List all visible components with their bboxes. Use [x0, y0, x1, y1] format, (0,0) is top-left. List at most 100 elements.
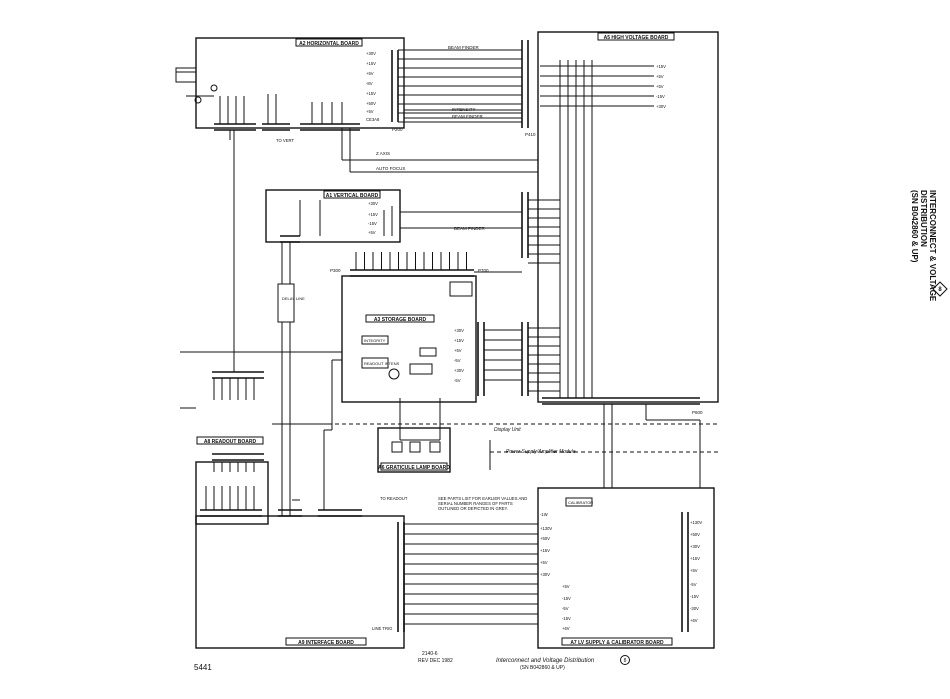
svg-text:+30V: +30V [454, 368, 464, 373]
parts-note: SEE PARTS LIST FOR EARLIER VALUES AND SE… [438, 496, 528, 512]
svg-text:CE3A8: CE3A8 [366, 117, 380, 122]
delay-line-label: DELAY LINE [282, 296, 305, 301]
svg-text:-8V: -8V [366, 81, 373, 86]
horizontal-internal-stubs [219, 94, 343, 124]
svg-text:+5V: +5V [656, 74, 664, 79]
connector-p500 [521, 192, 529, 396]
external-switch-block [175, 67, 218, 104]
interface-to-lv-bus [205, 486, 538, 625]
intensity-label: INTENSITY [452, 107, 476, 112]
vertical-board-outline [265, 189, 401, 243]
lv-left-labels: -1W +130V +50V +15V +5V +30V +5V -15V -5… [540, 512, 571, 631]
storage-top-stubs [355, 252, 467, 270]
display-unit-label: Display Unit [494, 427, 521, 433]
p700-label: P700 [478, 268, 489, 273]
svg-text:+15V: +15V [368, 212, 378, 217]
svg-text:+15V: +15V [454, 338, 464, 343]
svg-text:DISTRIBUTION: DISTRIBUTION [919, 190, 928, 247]
svg-text:+130V: +130V [540, 526, 552, 531]
misc-long-wires [180, 128, 720, 510]
svg-text:+5V: +5V [366, 109, 374, 114]
readout-board-outline [195, 461, 269, 525]
svg-text:+50V: +50V [366, 101, 376, 106]
svg-text:+5V: +5V [562, 584, 570, 589]
caption-serial: (SN B042860 & UP) [520, 665, 565, 671]
side-title: INTERCONNECT & VOLTAGE DISTRIBUTION (SN … [910, 190, 937, 302]
svg-text:+30V: +30V [540, 572, 550, 577]
storage-board-title: A3 STORAGE BOARD [374, 317, 427, 323]
horizontal-bottom-connector [214, 123, 360, 131]
svg-text:+6V: +6V [562, 626, 570, 631]
p200-label: P200 [392, 127, 403, 132]
svg-text:+5V: +5V [454, 348, 462, 353]
vertical-voltage-labels: +30V +15V -15V +5V [368, 201, 378, 235]
svg-text:+30V: +30V [366, 51, 376, 56]
figure-number: 5441 [194, 663, 212, 672]
lv-supply-board-title: A7 LV SUPPLY & CALIBRATOR BOARD [570, 640, 664, 646]
high-voltage-board-title: A5 HIGH VOLTAGE BOARD [604, 35, 669, 41]
high-voltage-board-outline [537, 31, 719, 403]
svg-text:-30V: -30V [690, 606, 699, 611]
svg-text:+50V: +50V [540, 536, 550, 541]
caption-text: Interconnect and Voltage Distribution [496, 658, 595, 664]
readout-board-title: A8 READOUT BOARD [204, 439, 257, 445]
lv-supply-board-outline [537, 487, 715, 649]
lv-right-labels: +130V +50V +30V +15V +5V -5V -15V -30V +… [690, 520, 702, 623]
bus-horizontal-to-hv [398, 49, 522, 229]
to-vert-label: TO VERT [276, 138, 294, 143]
svg-text:+15V: +15V [656, 64, 666, 69]
horizontal-board-title: A2 HORIZONTAL BOARD [299, 41, 359, 47]
readout-top-connector [212, 371, 264, 461]
svg-text:+30V: +30V [656, 104, 666, 109]
graticule-board-outline [377, 427, 451, 473]
storage-top-connector [350, 269, 474, 277]
svg-text:+30V: +30V [368, 201, 378, 206]
svg-text:-1W: -1W [540, 512, 548, 517]
auto-focus-label: AUTO FOCUS [376, 166, 405, 171]
z-axis-label: Z AXIS [376, 151, 390, 156]
beam-finder-label-2: BEAM FINDER [452, 114, 484, 119]
hv-right-labels: +15V +5V +5V -15V +30V [656, 64, 666, 109]
hv-internal-bus [528, 60, 593, 398]
svg-text:-5V: -5V [690, 582, 697, 587]
p300-label: P300 [330, 268, 341, 273]
side-title-badge: 8 [932, 281, 948, 297]
graticule-board-title: A6 GRATICULE LAMP BOARD [378, 465, 450, 471]
svg-text:+30V: +30V [454, 328, 464, 333]
svg-text:-15V: -15V [656, 94, 665, 99]
svg-text:+15V: +15V [366, 91, 376, 96]
readout-intens-label: READOUT INTENS [364, 361, 400, 366]
svg-text:+30V: +30V [690, 544, 700, 549]
svg-text:+15V: +15V [540, 548, 550, 553]
storage-voltage-labels: +30V +15V +5V -5V +30V -5V [454, 328, 464, 383]
revision-text: REV DEC 1982 [418, 658, 453, 664]
connector-p200 [391, 50, 399, 122]
connector-p410 [521, 40, 529, 128]
vertical-board-title: A1 VERTICAL BOARD [326, 193, 379, 199]
svg-text:INTERCONNECT & VOLTAGE: INTERCONNECT & VOLTAGE [928, 190, 937, 302]
storage-right-connector [477, 322, 485, 396]
line-trig-label: LINE TRIG [372, 626, 392, 631]
hv-right-outputs [540, 65, 654, 107]
svg-text:+5V: +5V [366, 71, 374, 76]
integrity-label: INTEGRITY [364, 338, 386, 343]
interface-right-connector [397, 522, 405, 632]
p410-label: P410 [525, 132, 536, 137]
interface-board-title: A9 INTERFACE BOARD [298, 640, 354, 646]
svg-text:-15V: -15V [368, 221, 377, 226]
part-number: 2140-6 [422, 651, 438, 657]
svg-text:+5V: +5V [656, 84, 664, 89]
beam-finder-label-1: BEAM FINDER [448, 45, 480, 50]
readout-verticals [213, 378, 255, 472]
horizontal-board-outline [195, 37, 405, 129]
svg-text:+5V: +5V [690, 568, 698, 573]
delay-line-block [277, 242, 295, 516]
calibrator-label: CALIBRATOR [568, 500, 593, 505]
vertical-board-internals [280, 200, 393, 243]
hv-bottom-connector [542, 397, 700, 405]
to-readout-label: TO READOUT [380, 496, 408, 501]
svg-text:+5V: +5V [368, 230, 376, 235]
p600-label: P600 [692, 410, 703, 415]
svg-text:-5V: -5V [454, 378, 461, 383]
